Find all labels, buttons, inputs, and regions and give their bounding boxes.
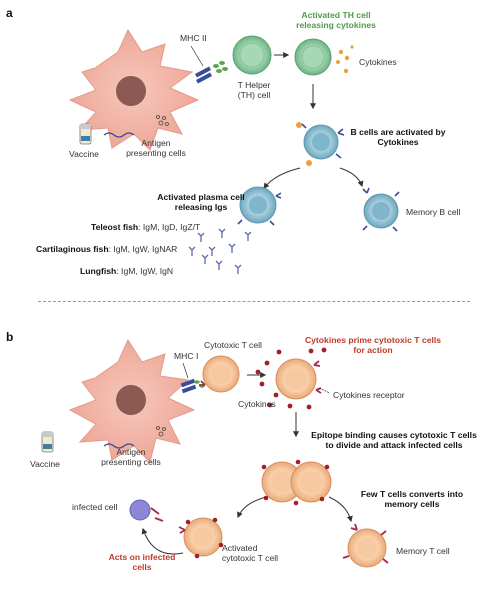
mhc-ii-label: MHC II (180, 33, 207, 43)
primed-t-cell-icon (275, 358, 322, 400)
mhc-ii-complex-icon (194, 61, 228, 84)
few-t-cells-title: Few T cells converts into (360, 489, 464, 499)
memory-t-label: Memory T cell (396, 546, 450, 556)
cytokines-receptor-label: Cytokines receptor (333, 390, 405, 400)
cartilaginous-igs: : IgM, IgW, IgNAR (108, 244, 178, 254)
lungfish-igs: : IgM, IgW, IgN (116, 266, 174, 276)
teleost-igs: : IgM, IgD, IgZ/T (138, 222, 201, 232)
mhc-ii-pointer (190, 45, 204, 67)
arrow-to-plasma-cell (263, 167, 301, 189)
apc-nucleus-icon (116, 385, 146, 415)
antigen-presenting-cell-a (68, 28, 200, 151)
cytokines-label-a: Cytokines (359, 57, 397, 67)
t-helper-label-2: (TH) cell (237, 90, 271, 100)
epitope-title: Epitope binding causes cytotoxic T cells (311, 430, 477, 440)
arrow-to-memory-t (328, 496, 353, 523)
b-cell-activated-icon (296, 122, 345, 166)
plasma-cell-title-2: releasing Igs (174, 202, 228, 212)
apc-label-a: Antigen (141, 138, 171, 148)
memory-b-label: Memory B cell (406, 207, 461, 217)
b-cells-activated-title-2: Cytokines (377, 137, 419, 147)
apc-label-b-2: presenting cells (101, 457, 161, 467)
activated-th-title-2: releasing cytokines (296, 20, 376, 30)
antigen-presenting-cell-b (68, 338, 196, 463)
dividing-t-cells-icon (261, 459, 332, 506)
infected-cell-label: infected cell (72, 502, 118, 512)
activated-cytotoxic-t-cell-icon (178, 517, 224, 559)
memory-b-cell-icon (362, 187, 400, 232)
t-helper-label: T Helper (237, 80, 271, 90)
vaccine-label-b: Vaccine (30, 459, 60, 469)
memory-t-cell-icon (342, 523, 389, 568)
activated-cyto-label: Activated (222, 543, 258, 553)
cytokines-label-b: Cytokines (238, 399, 276, 409)
mhc-i-complex-icon (180, 378, 205, 394)
panel-divider (38, 301, 470, 302)
epitope-title-2: to divide and attack infected cells (325, 440, 463, 450)
cytotoxic-t-label: Cytotoxic T cell (204, 340, 262, 350)
cartilaginous-row: Cartilaginous fish: IgM, IgW, IgNAR (36, 244, 177, 254)
cartilaginous-label: Cartilaginous fish (36, 244, 109, 254)
vaccine-label-a: Vaccine (69, 149, 99, 159)
panel-b-label: b (6, 330, 14, 344)
panel-a-label: a (6, 6, 13, 20)
prime-title: Cytokines prime cytotoxic T cells (304, 335, 442, 345)
apc-nucleus-icon (116, 76, 146, 106)
lungfish-row: Lungfish: IgM, IgW, IgN (80, 266, 173, 276)
arrow-acts-on-infected (141, 527, 184, 555)
teleost-label: Teleost fish (91, 222, 139, 232)
few-t-cells-title-2: memory cells (384, 499, 440, 509)
apc-label-b: Antigen (116, 447, 146, 457)
arrow-to-memory-b (339, 167, 364, 188)
acts-on-infected-title-2: cells (132, 562, 152, 572)
acts-on-infected-title: Acts on infected (108, 552, 176, 562)
vaccine-vial-icon-a (79, 123, 92, 145)
activated-cyto-label-2: cytotoxic T cell (222, 553, 279, 563)
plasma-cell-icon (237, 186, 282, 226)
arrow-to-activated-cyto (237, 496, 267, 519)
vaccine-vial-icon-b (41, 431, 54, 453)
plasma-cell-title: Activated plasma cell (157, 192, 245, 202)
mhc-i-label: MHC I (174, 351, 199, 361)
cytokine-dots-b-icon (255, 347, 327, 410)
b-cells-activated-title: B cells are activated by (350, 127, 446, 137)
receptor-pointer (318, 387, 331, 394)
infected-cell-icon (129, 499, 164, 522)
teleost-row: Teleost fish: IgM, IgD, IgZ/T (91, 222, 200, 232)
apc-label-a-2: presenting cells (126, 148, 186, 158)
activated-th-title: Activated TH cell (301, 10, 371, 20)
immunoglobulins-icon (188, 228, 252, 274)
cytotoxic-t-cell-icon (199, 355, 240, 393)
prime-title-2: for action (353, 345, 393, 355)
cytokine-bursts-icon (336, 45, 354, 74)
mhc-i-pointer (182, 362, 189, 379)
activated-th-cell-icon (294, 38, 332, 76)
t-helper-cell-icon (232, 35, 272, 75)
lungfish-label: Lungfish (80, 266, 117, 276)
